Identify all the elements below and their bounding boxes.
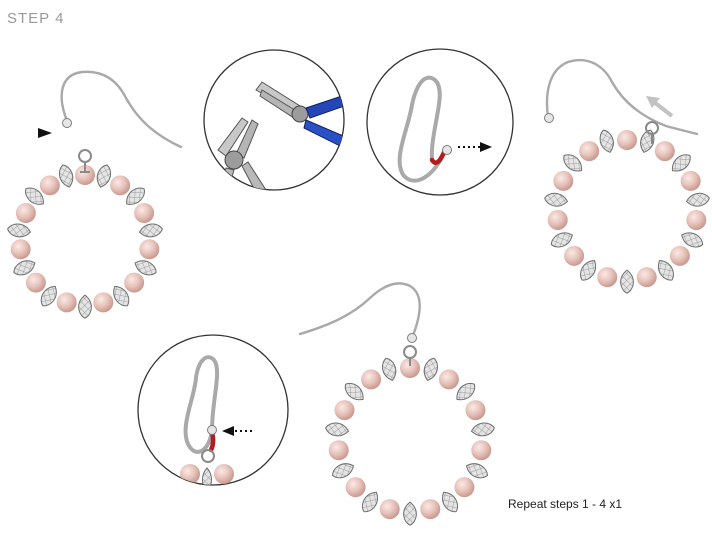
ear-wire-hook-2 bbox=[545, 59, 699, 136]
direction-arrow-icon bbox=[646, 96, 674, 118]
crystal-drop-bead bbox=[134, 260, 157, 276]
detail-circle-hook-open bbox=[366, 48, 514, 196]
pearl-bead bbox=[617, 130, 637, 150]
pearl-bead bbox=[564, 245, 585, 266]
crystal-drop-bead bbox=[442, 491, 459, 513]
crystal-drop-bead bbox=[685, 192, 710, 207]
pearl-bead bbox=[334, 400, 355, 421]
crystal-drop-bead bbox=[550, 232, 573, 248]
pearl-bead bbox=[597, 267, 618, 288]
pearl-bead bbox=[654, 141, 675, 162]
crystal-drop-bead bbox=[470, 422, 495, 437]
crystal-drop-bead bbox=[580, 260, 596, 281]
direction-arrow-icon bbox=[480, 142, 492, 152]
jump-ring-3 bbox=[403, 345, 417, 366]
pearl-bead bbox=[471, 440, 492, 461]
pearl-bead bbox=[56, 292, 77, 313]
pearl-bead bbox=[400, 358, 420, 378]
pearl-bead bbox=[180, 464, 200, 484]
crystal-drop-bead bbox=[599, 129, 614, 153]
pearl-bead bbox=[465, 400, 486, 421]
crystal-drop-bead bbox=[456, 382, 476, 401]
repeat-note: Repeat steps 1 - 4 x1 bbox=[508, 497, 623, 511]
crystal-drop-bead bbox=[202, 467, 212, 485]
pearl-bead bbox=[39, 175, 60, 196]
pearl-bead bbox=[553, 170, 574, 191]
pearl-bead bbox=[579, 141, 600, 162]
crystal-drop-bead bbox=[40, 285, 57, 307]
pearl-bead bbox=[686, 209, 707, 230]
pearl-bead bbox=[139, 239, 160, 260]
earring-3 bbox=[298, 282, 495, 526]
earring-2 bbox=[544, 59, 710, 294]
crystal-drop-bead bbox=[7, 223, 32, 238]
crystal-drop-bead bbox=[13, 260, 36, 276]
pearl-bead bbox=[214, 464, 234, 484]
jump-ring-1 bbox=[78, 149, 92, 173]
pearl-bead bbox=[361, 369, 382, 390]
crystal-drop-bead bbox=[78, 294, 92, 319]
crystal-drop-bead bbox=[544, 192, 569, 207]
ear-wire-closeup-2 bbox=[183, 355, 220, 454]
pearl-bead bbox=[636, 267, 657, 288]
crystal-drop-bead bbox=[96, 164, 112, 188]
pearl-bead bbox=[110, 175, 131, 196]
pearl-bead bbox=[328, 440, 349, 461]
crystal-drop-bead bbox=[361, 491, 378, 513]
pearl-bead bbox=[420, 499, 441, 520]
ear-wire-hook-1 bbox=[60, 70, 183, 149]
bead-ring-3 bbox=[325, 357, 495, 526]
pearl-bead bbox=[669, 245, 690, 266]
earring-1 bbox=[7, 70, 183, 319]
crystal-drop-bead bbox=[671, 154, 691, 172]
crystal-drop-bead bbox=[423, 357, 439, 382]
pearl-bead bbox=[345, 477, 366, 498]
detail-circle-hook-closed bbox=[137, 334, 289, 486]
crystal-drop-bead bbox=[640, 129, 655, 153]
crystal-drop-bead bbox=[403, 501, 417, 526]
crystal-drop-bead bbox=[58, 164, 74, 188]
bead-ring-1 bbox=[7, 164, 163, 319]
direction-arrow-icon bbox=[222, 426, 234, 436]
pearl-bead bbox=[454, 477, 475, 498]
crystal-drop-bead bbox=[344, 382, 364, 401]
bead-ring-2 bbox=[544, 129, 710, 294]
ear-wire-ball-1 bbox=[62, 118, 72, 128]
ear-wire-closeup bbox=[397, 75, 447, 183]
pearl-bead bbox=[547, 209, 568, 230]
pearl-bead bbox=[134, 202, 155, 223]
crystal-drop-bead bbox=[658, 260, 674, 281]
detail-circle-pliers bbox=[203, 49, 345, 191]
pearl-bead bbox=[680, 170, 701, 191]
pearl-bead bbox=[10, 239, 31, 260]
crystal-drop-bead bbox=[681, 232, 704, 248]
crystal-drop-bead bbox=[113, 285, 130, 307]
pearl-bead bbox=[438, 369, 459, 390]
pearl-bead bbox=[93, 292, 114, 313]
crystal-drop-bead bbox=[381, 357, 397, 382]
pearl-bead bbox=[15, 202, 36, 223]
crystal-drop-bead bbox=[325, 422, 350, 437]
crystal-drop-bead bbox=[563, 154, 583, 172]
pearl-bead bbox=[379, 499, 400, 520]
crystal-drop-bead bbox=[138, 223, 163, 238]
pearl-bead bbox=[124, 272, 145, 293]
jump-ring-2 bbox=[645, 121, 659, 144]
pearl-bead bbox=[25, 272, 46, 293]
crystal-drop-bead bbox=[465, 463, 489, 479]
crystal-drop-bead bbox=[126, 187, 145, 205]
step-title: STEP 4 bbox=[7, 10, 65, 27]
direction-arrow-icon bbox=[38, 128, 52, 138]
crystal-drop-bead bbox=[25, 187, 44, 205]
ear-wire-hook-3 bbox=[298, 282, 421, 340]
crystal-drop-bead bbox=[331, 463, 355, 479]
crystal-drop-bead bbox=[620, 269, 634, 294]
pearl-bead bbox=[75, 165, 95, 185]
